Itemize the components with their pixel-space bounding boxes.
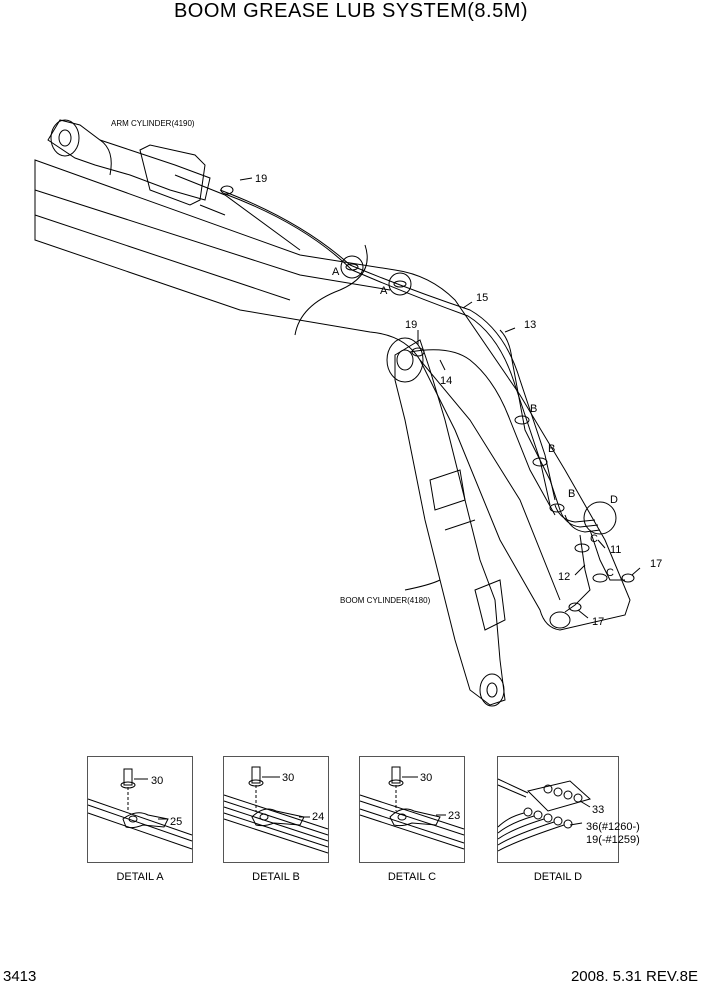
boom-cylinder xyxy=(394,339,506,706)
boom-outline xyxy=(34,159,631,631)
callout-b-2: B xyxy=(548,443,555,455)
callout-c-1: C xyxy=(590,533,598,545)
page-number: 3413 xyxy=(3,968,37,985)
detail-b-clamp: 24 xyxy=(312,811,324,823)
part-19-upper: 19 xyxy=(255,173,267,185)
detail-b-box: 30 24 xyxy=(223,756,329,863)
part-17-right: 17 xyxy=(650,558,662,570)
detail-d-caption: DETAIL D xyxy=(533,871,583,883)
detail-c-bolt: 30 xyxy=(420,772,432,784)
detail-d-note-2: 19(-#1259) xyxy=(586,834,640,846)
detail-c-clamp: 23 xyxy=(448,810,460,822)
part-14: 14 xyxy=(440,375,452,387)
detail-c-box: 30 23 xyxy=(359,756,465,863)
hose-11 xyxy=(589,529,625,581)
detail-a-drawing: 30 25 xyxy=(87,768,193,850)
detail-a-box: 30 25 xyxy=(87,756,193,863)
revision-stamp: 2008. 5.31 REV.8E xyxy=(570,968,698,985)
part-17-bottom: 17 xyxy=(592,616,604,628)
part-19-lower: 19 xyxy=(405,319,417,331)
callout-b-1: B xyxy=(530,403,537,415)
hose-12 xyxy=(564,534,591,613)
callout-a-2: A xyxy=(380,285,388,297)
detail-d-box: 33 36(#1260-) 19(-#1259) xyxy=(497,756,640,863)
hose-13 xyxy=(499,329,561,511)
arm-cylinder xyxy=(47,119,211,201)
detail-d-note-1: 36(#1260-) xyxy=(586,821,640,833)
part-13: 13 xyxy=(524,319,536,331)
detail-c-caption: DETAIL C xyxy=(387,871,437,883)
detail-a-clamp: 25 xyxy=(170,816,182,828)
hose-15 xyxy=(219,189,556,501)
callout-c-2: C xyxy=(606,567,614,579)
hose-14 xyxy=(409,349,556,516)
callout-a-1: A xyxy=(332,266,340,278)
callout-b-3: B xyxy=(568,488,575,500)
page-title: BOOM GREASE LUB SYSTEM(8.5M) xyxy=(173,0,529,22)
detail-b-caption: DETAIL B xyxy=(252,871,300,883)
detail-d-fitting: 33 xyxy=(592,804,604,816)
detail-d-drawing: 33 36(#1260-) 19(-#1259) xyxy=(497,778,640,852)
detail-a-caption: DETAIL A xyxy=(116,871,164,883)
boom-cylinder-label: BOOM CYLINDER(4180) xyxy=(340,596,431,605)
part-11: 11 xyxy=(610,544,621,556)
detail-b-drawing: 30 24 xyxy=(223,766,329,854)
detail-b-bolt: 30 xyxy=(282,772,294,784)
part-12: 12 xyxy=(558,571,570,583)
part-15: 15 xyxy=(476,292,488,304)
arm-cylinder-label: ARM CYLINDER(4190) xyxy=(111,119,195,128)
detail-a-bolt: 30 xyxy=(151,775,163,787)
callout-d: D xyxy=(610,494,618,506)
boom-drawing: ARM CYLINDER(4190) BOOM CYLINDER(4180) 1… xyxy=(34,119,662,707)
detail-c-drawing: 30 23 xyxy=(359,766,465,850)
